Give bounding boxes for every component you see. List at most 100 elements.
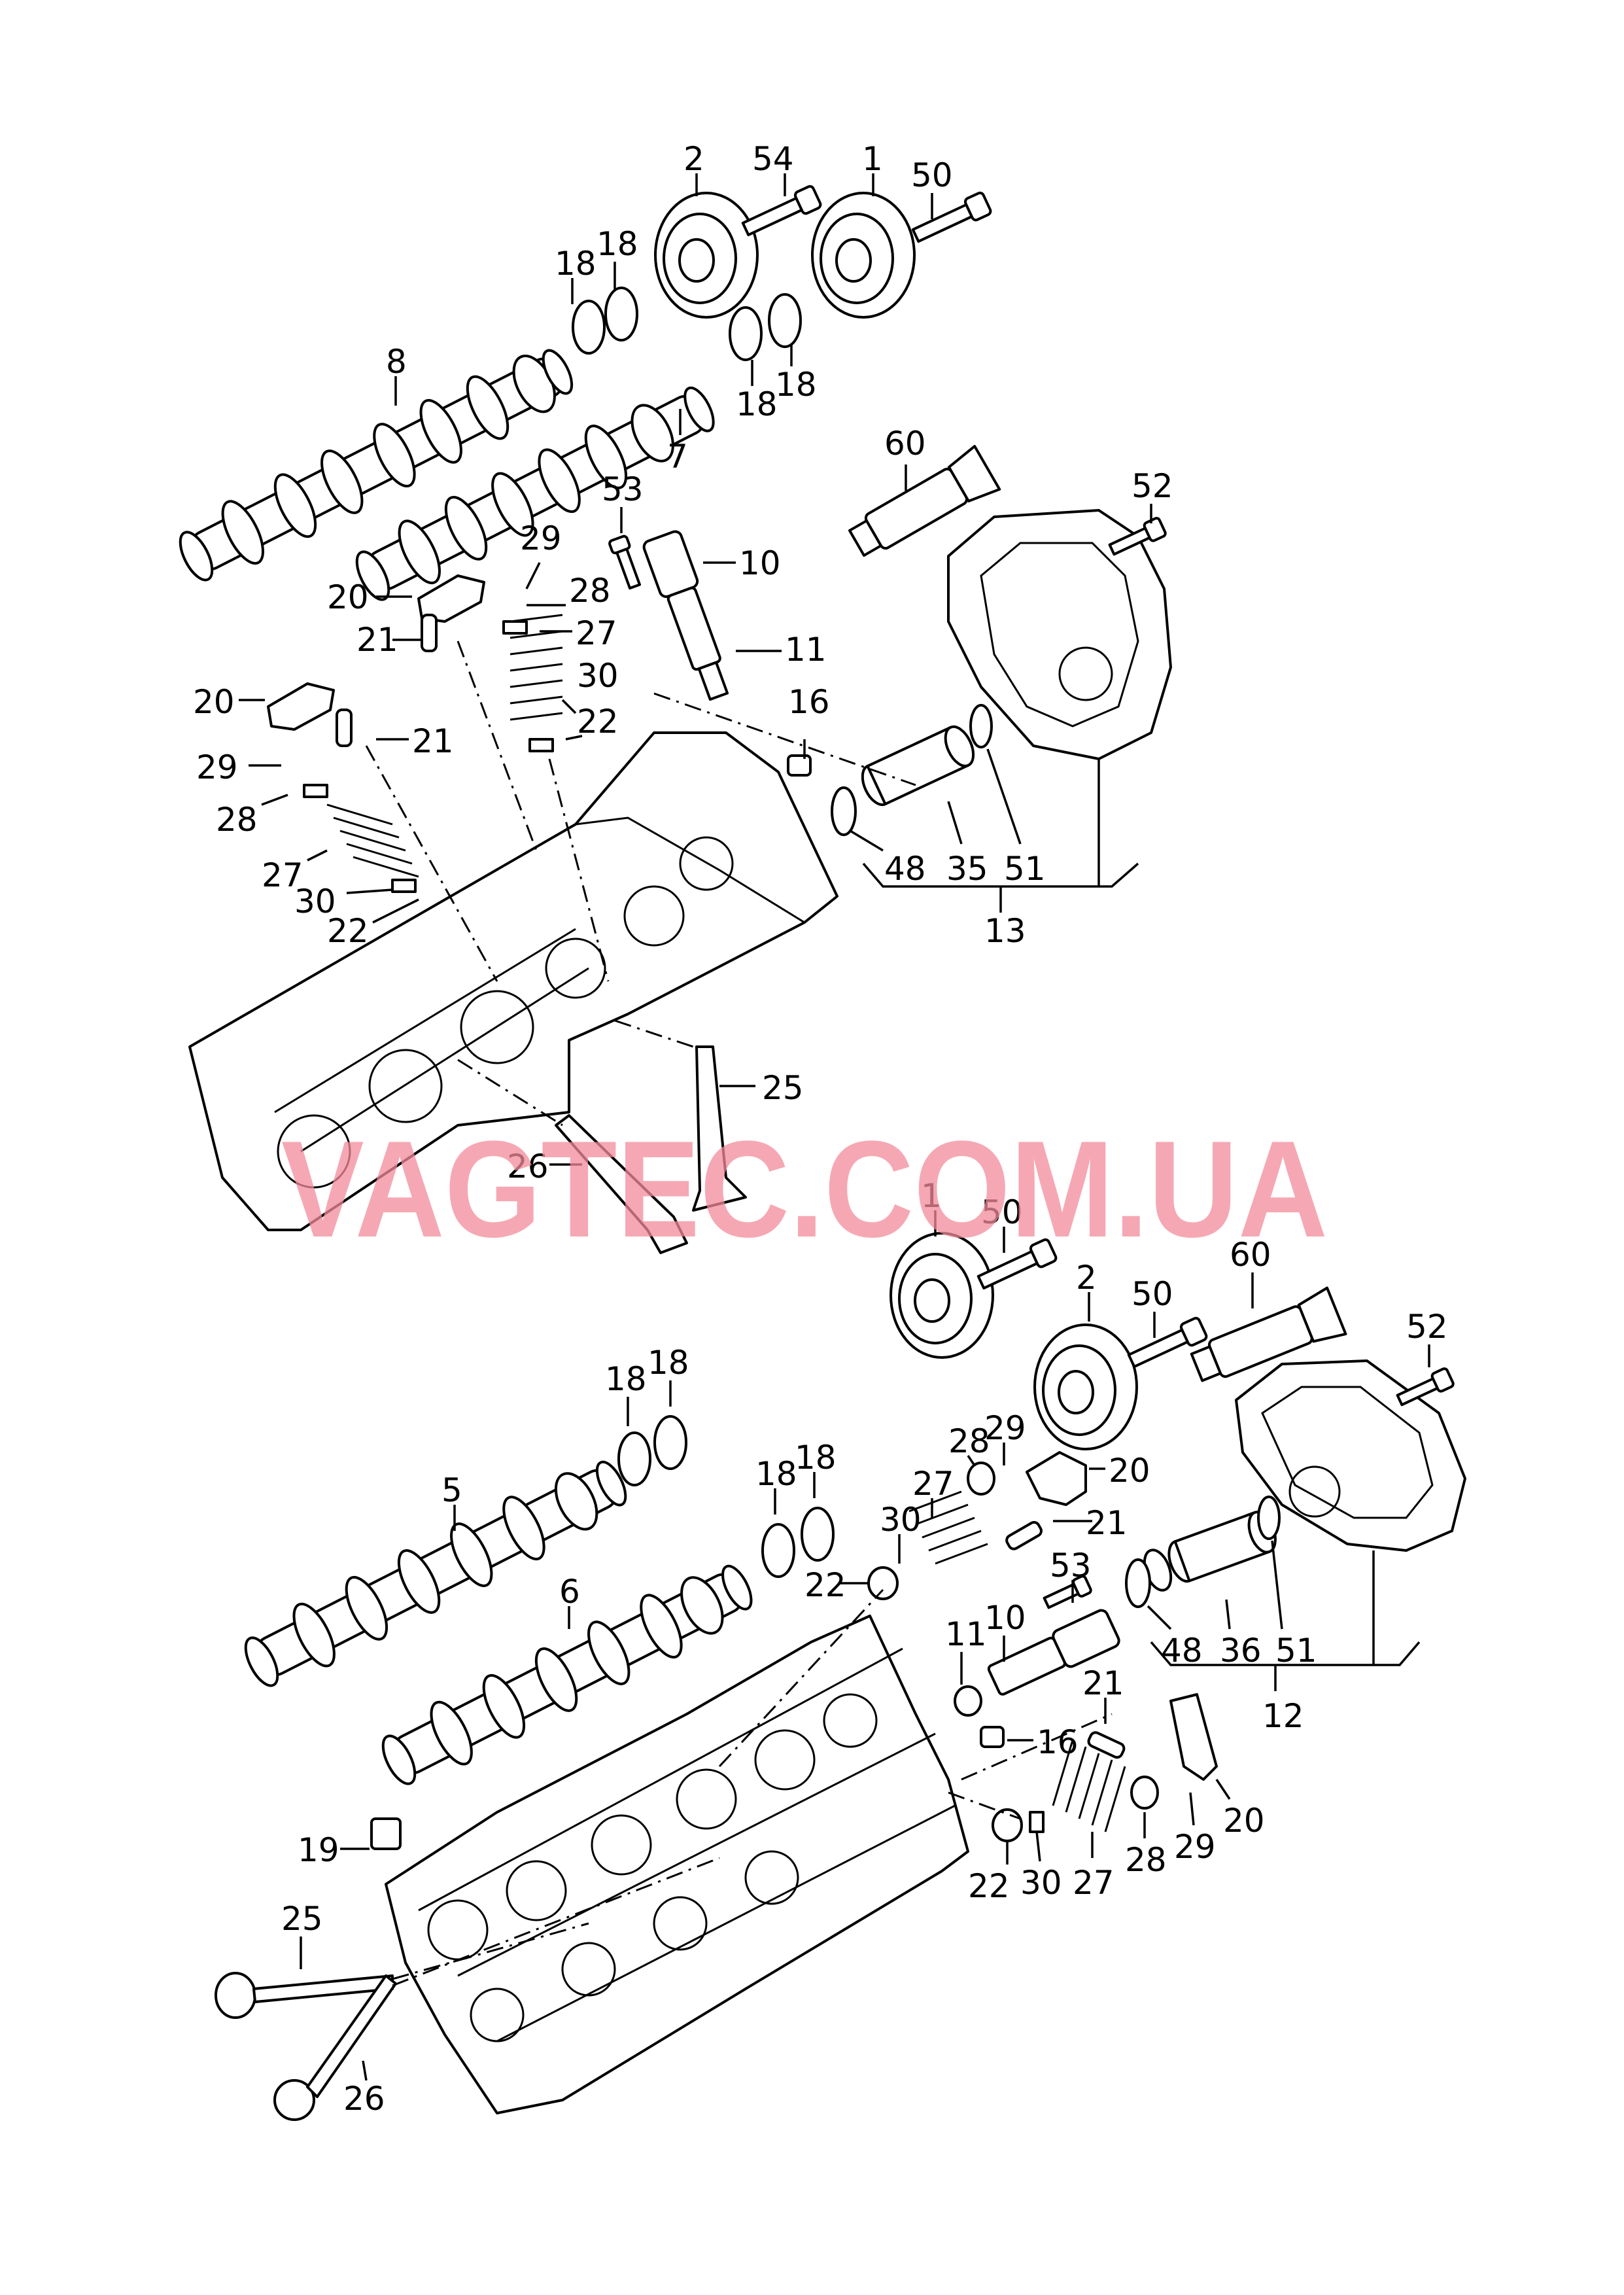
- callout-20a-top: 20: [327, 578, 369, 616]
- assembly-line-top-1: [457, 640, 538, 851]
- bolt-52-bottom: [1396, 1367, 1455, 1407]
- bolt-53-bottom: [1043, 1575, 1092, 1609]
- plug-16-top: [787, 754, 812, 777]
- assembly-line-bottom-2: [392, 1922, 589, 1980]
- callout-48-bottom: 48: [1161, 1632, 1203, 1670]
- cover-housing-bottom: [1235, 1359, 1466, 1552]
- valve-spring-27a-bottom: [908, 1490, 988, 1565]
- cylinder-head-bottom: [385, 1615, 969, 2114]
- seal-rings-18-top: [572, 287, 802, 361]
- bolt-52-top: [1108, 517, 1167, 556]
- roller-rocker-20b-top: [267, 682, 335, 731]
- callout-21b-top: 21: [412, 722, 454, 760]
- callout-13: 13: [984, 912, 1026, 950]
- bolt-50b-bottom: [1127, 1316, 1208, 1369]
- camshaft-5: [244, 1460, 627, 1687]
- callout-28a-top: 28: [569, 572, 611, 610]
- callout-29a-bottom: 29: [984, 1409, 1026, 1447]
- assembly-line-top-5: [614, 1019, 694, 1048]
- roller-rocker-20a-bottom: [1026, 1451, 1087, 1506]
- sealant-tube-60-bottom: [1190, 1286, 1347, 1382]
- solenoid-valve-10-bottom: [987, 1609, 1120, 1696]
- seal-rings-18-bottom: [617, 1415, 835, 1578]
- callout-30a-bottom: 30: [880, 1501, 922, 1539]
- plug-16-bottom: [980, 1726, 1005, 1748]
- bracket-19-bottom: [370, 1817, 402, 1850]
- callout-30b-top: 30: [294, 883, 336, 920]
- callout-60-bottom: 60: [1230, 1236, 1271, 1274]
- lifter-21b-top: [336, 709, 353, 747]
- top-assembly: [179, 184, 1172, 1254]
- callout-2-bottom: 2: [1076, 1259, 1097, 1297]
- bolt-50a-bottom: [976, 1238, 1058, 1290]
- callout-52-bottom: 52: [1406, 1308, 1448, 1346]
- valve-spring-27a-top: [502, 614, 563, 752]
- cylinder-head-top: [188, 731, 838, 1231]
- callout-29b-top: 29: [196, 748, 238, 786]
- callout-27b-top: 27: [262, 856, 303, 894]
- seal-ring-11-bottom: [954, 1685, 982, 1717]
- callout-22a-bottom: 22: [804, 1566, 846, 1604]
- callout-22b-top: 22: [327, 912, 369, 950]
- callout-7: 7: [667, 438, 688, 476]
- seal-ring-48-top: [831, 786, 857, 836]
- callout-50b-bottom: 50: [1132, 1275, 1173, 1313]
- callout-18b-top: 18: [596, 225, 638, 263]
- callout-22b-bottom: 22: [968, 1867, 1010, 1905]
- callout-20b-bottom: 20: [1223, 1802, 1265, 1840]
- callout-22a-top: 22: [577, 703, 619, 741]
- callouts-top: 2 54 1 50 18 18 8 18 18 7 60 52 53 10 29…: [193, 140, 1173, 1185]
- callout-28b-bottom: 28: [1125, 1841, 1167, 1879]
- valve-spring-seat-28a-bottom: [967, 1462, 995, 1496]
- callout-29a-top: 29: [520, 519, 562, 557]
- callout-1-bottom: 1: [921, 1177, 942, 1215]
- control-valve-35-top: [861, 725, 975, 806]
- callout-18d-top: 18: [775, 366, 817, 404]
- callouts-bottom: 1 50 2 50 60 52 18 18 29 18 18 28 20 5 3…: [281, 1177, 1448, 2118]
- cam-adjuster-2-top: [654, 192, 759, 319]
- assembly-line-bottom-3: [961, 1713, 1113, 1781]
- callout-26-top: 26: [507, 1148, 549, 1185]
- callout-35: 35: [946, 850, 988, 888]
- callout-21a-bottom: 21: [1086, 1504, 1128, 1542]
- lifter-21a-top: [421, 614, 438, 652]
- watermark-text: VAGTEC.COM.UA: [281, 1112, 1328, 1266]
- solenoid-valve-10-top: [642, 530, 729, 701]
- cam-adjuster-1-top: [811, 192, 916, 319]
- lifter-21a-bottom: [1005, 1520, 1043, 1550]
- valve-cotter-30b-bottom: [1029, 1811, 1045, 1833]
- seal-ring-51-top: [969, 704, 993, 748]
- assembly-line-top-4: [653, 692, 916, 786]
- callout-12: 12: [1262, 1697, 1304, 1735]
- bolt-54-top: [741, 184, 822, 237]
- bolt-50-top: [911, 191, 992, 243]
- callout-20b-top: 20: [193, 683, 235, 721]
- camshaft-8: [179, 349, 574, 582]
- callout-16-top: 16: [788, 683, 830, 721]
- callout-1-top: 1: [862, 140, 883, 178]
- seal-ring-48-bottom: [1125, 1558, 1151, 1608]
- callout-60-top: 60: [884, 425, 926, 463]
- callout-21a-top: 21: [356, 621, 398, 659]
- callout-20a-bottom: 20: [1109, 1452, 1150, 1490]
- lifter-21b-bottom: [1087, 1731, 1126, 1759]
- callout-48-top: 48: [884, 850, 926, 888]
- callout-25-top: 25: [762, 1069, 804, 1107]
- roller-rocker-20b-bottom: [1169, 1693, 1218, 1781]
- assembly-line-top-6: [457, 1059, 563, 1127]
- callout-5: 5: [441, 1471, 462, 1509]
- callout-51-bottom: 51: [1275, 1632, 1317, 1670]
- valve-26-top: [555, 1114, 688, 1254]
- group-bracket-13: [862, 759, 1139, 913]
- valve-spring-seat-28b-bottom: [1130, 1776, 1159, 1810]
- callout-18c-bottom: 18: [755, 1455, 797, 1493]
- assembly-line-top-2: [365, 745, 498, 982]
- callout-10-top: 10: [739, 544, 781, 582]
- seal-ring-51-bottom: [1257, 1496, 1281, 1540]
- callout-2-top: 2: [683, 140, 704, 178]
- callout-29b-bottom: 29: [1174, 1828, 1216, 1866]
- camshaft-6: [381, 1564, 753, 1785]
- callout-30b-bottom: 30: [1020, 1864, 1062, 1902]
